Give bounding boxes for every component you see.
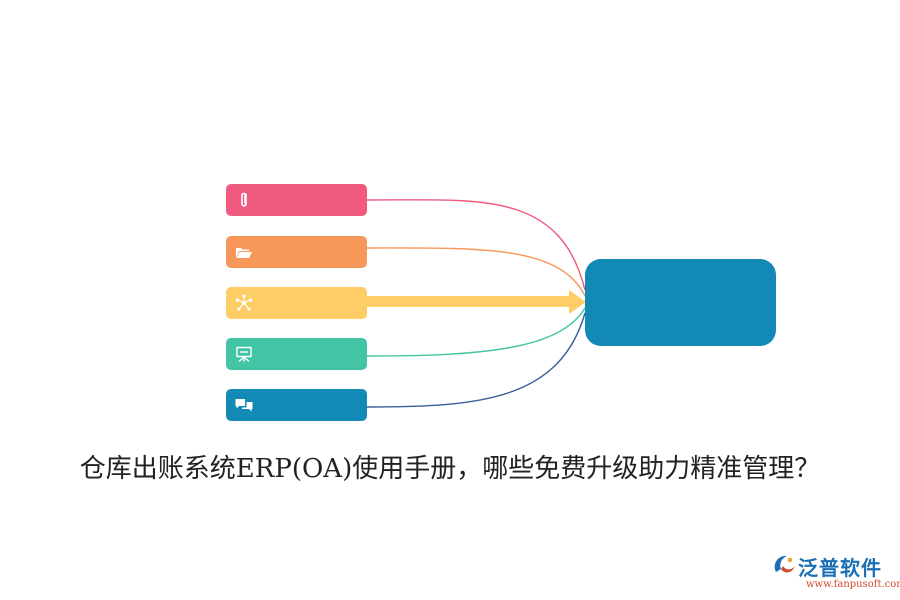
brand-url: www.fanpusoft.com xyxy=(806,579,900,590)
item-1 xyxy=(226,184,367,216)
connector-item-1 xyxy=(366,199,586,291)
paperclip-icon xyxy=(241,192,247,207)
presentation-board-icon xyxy=(236,346,252,363)
item-4 xyxy=(226,338,367,370)
item-3 xyxy=(226,287,367,319)
arrow-shaft xyxy=(367,296,571,307)
chat-bubbles-icon xyxy=(235,399,253,412)
network-icon xyxy=(235,294,253,311)
connector-item-4 xyxy=(366,307,586,357)
connector-item-2 xyxy=(366,247,586,297)
central-hub-box xyxy=(585,259,776,346)
connector-item-5 xyxy=(366,312,586,408)
item-2 xyxy=(226,236,367,268)
folder-open-icon xyxy=(236,248,252,258)
arrow-head xyxy=(569,290,586,314)
fanpu-logo-icon xyxy=(774,555,795,573)
watermark-logo: 泛普软件 www.fanpusoft.com xyxy=(766,552,900,596)
brand-name: 泛普软件 xyxy=(798,556,882,580)
item-5 xyxy=(226,389,367,421)
caption-title: 仓库出账系统ERP(OA)使用手册，哪些免费升级助力精准管理？ xyxy=(79,454,821,484)
